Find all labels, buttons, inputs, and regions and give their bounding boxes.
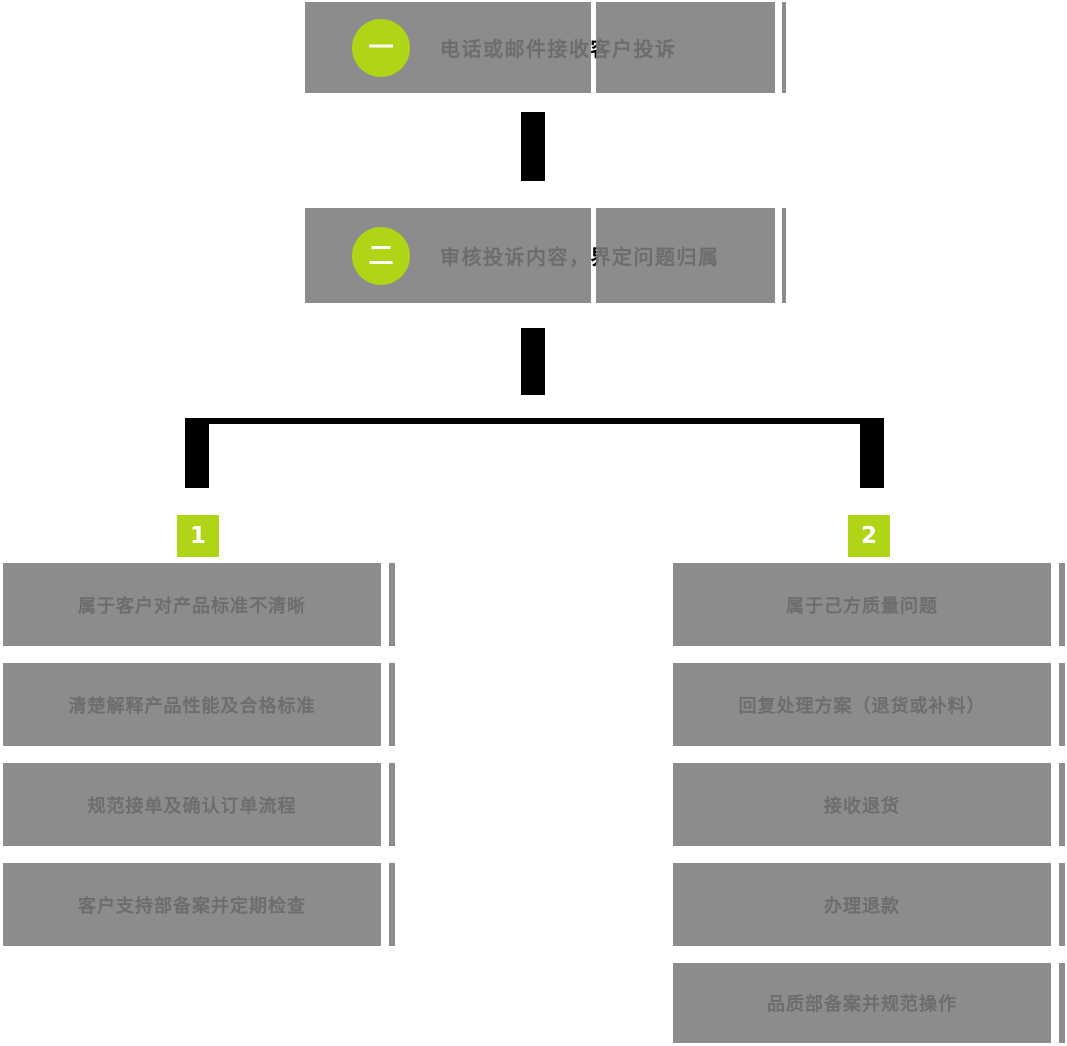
node-body — [673, 663, 1051, 746]
step-2-label: 审核投诉内容，界定问题归属 — [440, 245, 720, 269]
node-body — [673, 763, 1051, 846]
node-body — [3, 563, 381, 646]
node-edge-sliver — [389, 863, 395, 946]
node-body — [673, 963, 1051, 1043]
node-divider-stripe — [591, 2, 596, 93]
node-edge-sliver — [1059, 963, 1065, 1043]
branch-1-item-4: 客户支持部备案并定期检查 — [3, 863, 395, 946]
step-2-label-stripe-overlay: 审核投诉内容，界定问题归属 — [591, 208, 596, 303]
node-body — [3, 663, 381, 746]
branch-1-item-2: 清楚解释产品性能及合格标准 — [3, 663, 395, 746]
step-1-label-stripe-overlay: 电话或邮件接收客户投诉 — [591, 2, 596, 93]
node-edge-sliver — [389, 663, 395, 746]
branch-connector-right-drop — [860, 418, 884, 488]
node-body — [673, 563, 1051, 646]
branch-1-item-4-label: 客户支持部备案并定期检查 — [78, 895, 306, 917]
branch-2-item-1-label: 属于己方质量问题 — [786, 595, 938, 617]
node-edge-sliver — [1059, 863, 1065, 946]
flow-node-step-2: 二 审核投诉内容，界定问题归属 审核投诉内容，界定问题归属 — [305, 208, 786, 303]
connector-step1-step2 — [521, 112, 545, 181]
node-edge-sliver — [389, 763, 395, 846]
node-edge-sliver — [389, 563, 395, 646]
node-body — [673, 863, 1051, 946]
branch-2-item-2: 回复处理方案（退货或补料） — [673, 663, 1065, 746]
node-body — [3, 763, 381, 846]
branch-2-item-5-label: 品质部备案并规范操作 — [767, 994, 957, 1015]
branch-connector-left-drop — [185, 418, 209, 488]
branch-1-item-3-label: 规范接单及确认订单流程 — [87, 795, 297, 817]
step-1-label: 电话或邮件接收客户投诉 — [440, 37, 677, 61]
branch-2-item-5: 品质部备案并规范操作 — [673, 963, 1065, 1043]
step-1-number-circle-icon: 一 — [352, 18, 410, 77]
branch-1-item-3: 规范接单及确认订单流程 — [3, 763, 395, 846]
branch-2-item-1: 属于己方质量问题 — [673, 563, 1065, 646]
node-edge-sliver — [782, 208, 786, 303]
branch-2-item-3-label: 接收退货 — [824, 795, 900, 817]
node-edge-sliver — [1059, 563, 1065, 646]
branch-2-number-badge: 2 — [848, 515, 890, 557]
node-edge-sliver — [1059, 763, 1065, 846]
branch-1-number-badge: 1 — [177, 515, 219, 557]
node-body — [3, 863, 381, 946]
connector-step2-branch — [521, 328, 545, 395]
node-divider-stripe — [591, 208, 596, 303]
flow-node-step-1: 一 电话或邮件接收客户投诉 电话或邮件接收客户投诉 — [305, 2, 786, 93]
branch-2-item-4-label: 办理退款 — [824, 895, 900, 917]
node-edge-sliver — [1059, 663, 1065, 746]
step-2-number-circle-icon: 二 — [352, 226, 410, 285]
branch-1-item-2-label: 清楚解释产品性能及合格标准 — [68, 695, 316, 717]
branch-1-item-1: 属于客户对产品标准不清晰 — [3, 563, 395, 646]
branch-1-item-1-label: 属于客户对产品标准不清晰 — [78, 595, 306, 617]
branch-connector-horizontal — [192, 418, 878, 424]
branch-2-item-2-label: 回复处理方案（退货或补料） — [738, 695, 986, 717]
node-edge-sliver — [782, 2, 786, 93]
branch-2-item-4: 办理退款 — [673, 863, 1065, 946]
branch-2-item-3: 接收退货 — [673, 763, 1065, 846]
